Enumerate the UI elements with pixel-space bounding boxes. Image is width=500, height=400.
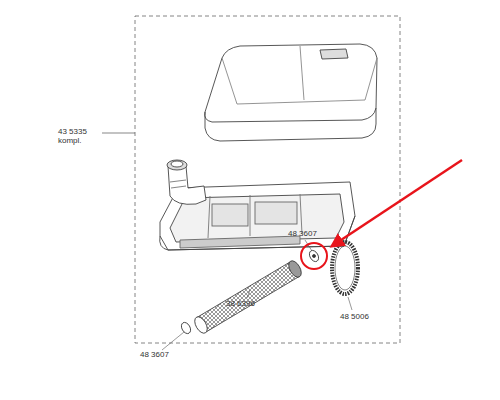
highlight-circle — [301, 243, 327, 269]
assembly-number: 43 5335 kompl. — [58, 127, 98, 145]
brush-roller — [192, 259, 304, 336]
part-number: 38 6396 — [226, 299, 266, 308]
top-cover — [205, 44, 377, 141]
assembly-frame — [135, 16, 400, 343]
highlight-arrow — [332, 160, 462, 246]
part-number: 48 3607 — [288, 229, 328, 238]
leader-line — [102, 133, 135, 134]
part-number: 48 3607 — [140, 350, 180, 359]
part-number: 48 5006 — [340, 312, 380, 321]
drive-belt — [332, 242, 358, 294]
swivel-elbow — [167, 160, 206, 204]
leader-line — [162, 240, 352, 350]
end-cap — [180, 249, 321, 335]
